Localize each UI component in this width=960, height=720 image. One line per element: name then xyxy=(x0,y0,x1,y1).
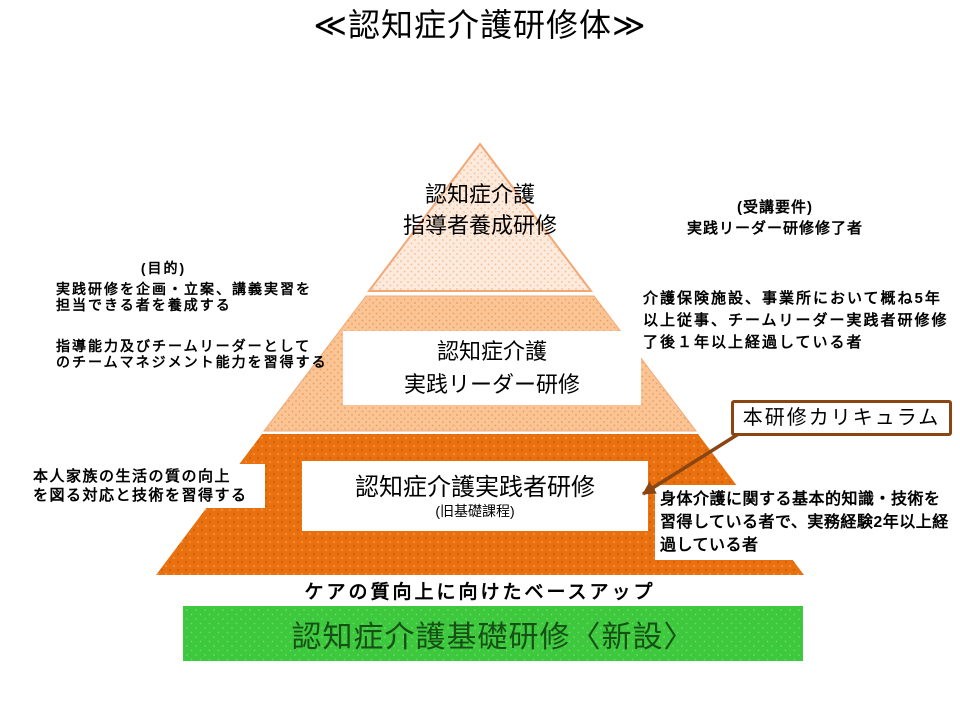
requirements-mid-note: 介護保険施設、事業所において概ね5年 以上従事、チームリーダー実践者研修修 了後… xyxy=(643,288,949,354)
text-line: のチームマネジメント能力を習得する xyxy=(56,354,328,370)
tier3-label-box: 認知症介護実践者研修 (旧基礎課程) xyxy=(302,461,648,531)
tier1-label: 認知症介護 指導者養成研修 xyxy=(320,179,640,241)
text-line: 以上従事、チームリーダー実践者研修修 xyxy=(643,312,949,329)
tier2-label-box: 認知症介護 実践リーダー研修 xyxy=(343,331,641,405)
text-line: 担当できる者を養成する xyxy=(56,297,232,313)
text-line: 了後１年以上経過している者 xyxy=(643,334,864,351)
tier3-subtitle: (旧基礎課程) xyxy=(435,503,515,519)
text-line: 認知症介護 xyxy=(424,182,535,207)
text-line: 指導者養成研修 xyxy=(402,213,557,238)
text-line: を図る対応と技術を習得する xyxy=(33,487,248,504)
purpose-note: (目的) 実践研修を企画・立案、講義実習を 担当できる者を養成する 指導能力及び… xyxy=(56,260,328,371)
text-line: 実践研修を企画・立案、講義実習を xyxy=(56,280,312,297)
tier1-shape xyxy=(366,142,594,292)
note-heading: (受講要件) xyxy=(737,199,813,216)
text-line: 過している者 xyxy=(660,537,759,554)
text-line: 介護保険施設、事業所において概ね5年 xyxy=(643,290,942,307)
tier3-title: 認知症介護実践者研修 xyxy=(355,474,595,501)
base-caption: ケアの質向上に向けたベースアップ xyxy=(304,582,656,603)
page-title: ≪認知症介護研修体≫ xyxy=(313,7,647,43)
text-line: 身体介護に関する基本的知識・技術を xyxy=(660,491,941,508)
note-heading: (目的) xyxy=(140,260,187,276)
outcome-left-note: 本人家族の生活の質の向上 を図る対応と技術を習得する xyxy=(28,464,265,508)
text-line: 本人家族の生活の質の向上 xyxy=(33,468,232,485)
text-line: 習得している者で、実務経験2年以上経 xyxy=(660,514,949,531)
curriculum-callout-box: 本研修カリキュラム xyxy=(731,400,952,436)
requirements-top-note: (受講要件) 実践リーダー研修修了者 xyxy=(635,197,915,239)
text-line: 指導能力及びチームリーダーとして xyxy=(56,337,312,354)
base-bar-shape xyxy=(183,606,803,661)
text-line: 実践リーダー研修 xyxy=(403,372,580,397)
text-line: 認知症介護 xyxy=(436,339,547,364)
requirements-bottom-note: 身体介護に関する基本的知識・技術を 習得している者で、実務経験2年以上経 過して… xyxy=(655,485,960,560)
base-bar-label: 認知症介護基礎研修〈新設〉 xyxy=(291,620,695,654)
text-line: 実践リーダー研修修了者 xyxy=(686,220,863,237)
